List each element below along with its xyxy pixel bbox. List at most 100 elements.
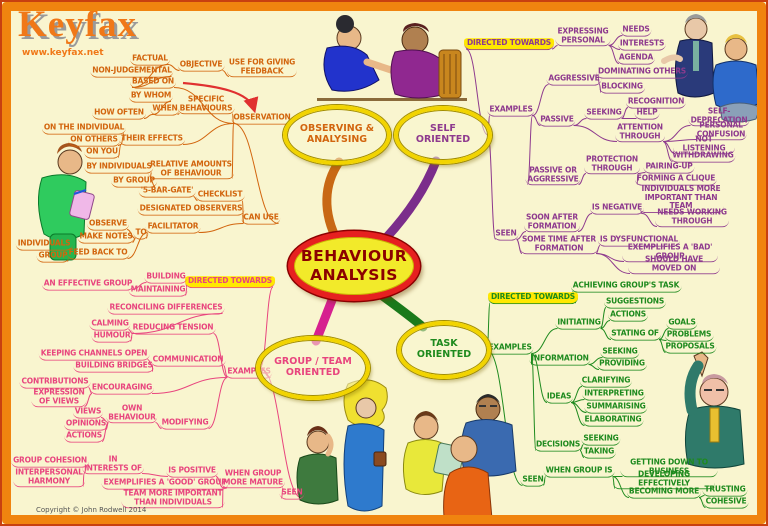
node-expressing-personal: EXPRESSING PERSONAL	[555, 27, 611, 47]
node-relative-amounts: RELATIVE AMOUNTS OF BEHAVIOUR	[148, 160, 234, 180]
connector-seeking-passive	[573, 118, 587, 126]
illustration-group-discussion	[402, 394, 517, 523]
connector-needs-working	[641, 213, 658, 227]
connector-attention-through	[573, 125, 618, 142]
node-interests: INTERESTS	[617, 39, 667, 51]
illustration-pointing-man	[684, 351, 745, 469]
node-is-dysfunctional: IS DYSFUNCTIONAL	[597, 235, 681, 247]
connector-in-interests-of	[141, 473, 169, 477]
node-encouraging: ENCOURAGING	[89, 383, 155, 395]
node-when-more-mature: WHEN GROUP MORE MATURE	[221, 469, 285, 489]
node-expression-views: EXPRESSION OF VIEWS	[31, 388, 87, 408]
connector-when	[177, 113, 180, 115]
node-forming-a-clique: FORMING A CLIQUE	[634, 174, 718, 186]
node-on-others: ON OTHERS	[68, 135, 120, 147]
node-examples-self: EXAMPLES	[487, 105, 535, 117]
node-blocking: BLOCKING	[599, 82, 645, 94]
connector-initiating	[531, 328, 558, 354]
node-on-you: ON YOU	[84, 147, 120, 159]
trunk-2	[311, 290, 339, 346]
node-seeking-info: SEEKING	[600, 347, 640, 359]
connector-make-notes	[132, 238, 136, 243]
node-decisions: DECISIONS	[533, 440, 583, 452]
node-aggressive: AGGRESSIVE	[546, 74, 602, 86]
branch-oval-observing: OBSERVING & ANALYSING	[283, 105, 391, 165]
keyfax-logo: Keyfax	[18, 4, 138, 45]
node-humour: HUMOUR	[91, 331, 133, 343]
node-help: HELP	[634, 108, 660, 120]
node-actions-group: ACTIONS	[64, 431, 104, 443]
node-providing: PROVIDING	[597, 359, 647, 371]
central-topic-behaviour-analysis: BEHAVIOUR ANALYSIS	[288, 231, 420, 301]
node-use-for-feedback: USE FOR GIVING FEEDBACK	[226, 58, 298, 78]
node-personal-confusion: PERSONAL CONFUSION	[694, 121, 748, 141]
connector-can-use	[233, 123, 279, 224]
node-taking: TAKING	[581, 447, 617, 459]
node-how-often: HOW OFTEN	[92, 108, 146, 120]
illustration-two-men	[661, 14, 761, 123]
node-specific-behaviours: SPECIFIC BEHAVIOURS	[177, 95, 235, 115]
node-building-bridges: BUILDING BRIDGES	[73, 361, 155, 373]
node-five-bar-gate: '5-BAR-GATE'	[138, 186, 196, 198]
node-contributions: CONTRIBUTIONS	[19, 377, 91, 389]
node-group-o: GROUP	[36, 251, 70, 263]
website-url: www.keyfax.net	[22, 48, 104, 58]
node-calming: CALMING	[89, 319, 131, 331]
connector-objective	[167, 64, 180, 71]
node-problems: PROBLEMS	[664, 330, 714, 342]
node-suggestions: SUGGESTIONS	[603, 297, 667, 309]
node-feed-back-to: FEED BACK TO	[66, 248, 130, 260]
node-initiating: INITIATING	[555, 318, 603, 330]
node-reconciling-diff: RECONCILING DIFFERENCES	[107, 303, 225, 315]
node-indiv-more-important: INDIVIDUALS MORE IMPORTANT THAN TEAM	[638, 184, 724, 213]
illustration-bored-man-and-woman	[296, 379, 388, 512]
node-based-on: BASED ON	[130, 77, 176, 89]
node-developing-eff: DEVELOPING EFFECTIVELY	[613, 470, 715, 490]
node-passive-aggressive: PASSIVE OR AGGRESSIVE	[525, 166, 581, 186]
node-team-more-important: TEAM MORE IMPORTANT THAN INDIVIDUALS	[121, 489, 225, 509]
trunk-1	[381, 156, 441, 243]
node-summarising: SUMMARISING	[584, 402, 648, 414]
node-interpreting: INTERPRETING	[582, 389, 646, 401]
node-non-judgemental: NON-JUDGEMENTAL	[90, 66, 174, 78]
node-modifying: MODIFYING	[159, 418, 211, 430]
node-when-group-is: WHEN GROUP IS	[543, 466, 615, 478]
node-by-whom: BY WHOM	[128, 91, 174, 103]
node-goals: GOALS	[666, 318, 698, 330]
connector-some-time-after	[516, 239, 523, 254]
connector-five-bar-gate	[193, 196, 198, 201]
connector-seen-self	[487, 134, 496, 240]
connector-use-for-feedback	[222, 70, 230, 77]
connector-reducing-tension	[213, 333, 228, 378]
node-passive: PASSIVE	[538, 115, 576, 127]
node-make-notes: MAKE NOTES	[77, 232, 135, 244]
connector-expressing-personal	[551, 45, 558, 50]
connector-personal-confusion	[662, 139, 698, 142]
node-observation: OBSERVATION	[231, 113, 293, 125]
connector-withdrawing	[662, 141, 673, 162]
node-seen-group: SEEN	[279, 488, 305, 500]
node-should-have-moved: SHOULD HAVE MOVED ON	[628, 255, 720, 275]
node-dominating-others: DOMINATING OTHERS	[596, 67, 688, 79]
node-reducing-tension: REDUCING TENSION	[130, 323, 216, 335]
node-seeking-passive: SEEKING	[584, 108, 624, 120]
node-by-group: BY GROUP	[111, 176, 157, 188]
node-becoming-more: BECOMING MORE	[626, 487, 702, 499]
node-facilitator: FACILITATOR	[145, 222, 201, 234]
connector-based-on	[173, 87, 234, 124]
connector-passive	[532, 115, 541, 126]
node-exemplifies-good: EXEMPLIFIES A 'GOOD' GROUP	[101, 478, 229, 490]
node-an-effective-group: AN EFFECTIVE GROUP	[41, 279, 135, 291]
node-some-time-after: SOME TIME AFTER FORMATION	[519, 235, 599, 255]
node-when: WHEN	[150, 104, 180, 116]
connector-seen-task	[486, 349, 523, 486]
node-trusting: TRUSTING	[702, 485, 748, 497]
connector-suggestions	[600, 307, 607, 329]
node-interpersonal: INTERPERSONAL HARMONY	[13, 468, 85, 488]
node-directed-task: DIRECTED TOWARDS	[488, 292, 578, 304]
node-not-listening: NOT LISTENING	[673, 135, 735, 155]
node-withdrawing: WITHDRAWING	[670, 151, 736, 163]
connector-own-behaviour	[155, 422, 162, 429]
node-getting-down: GETTING DOWN TO BUSINESS	[620, 458, 718, 478]
